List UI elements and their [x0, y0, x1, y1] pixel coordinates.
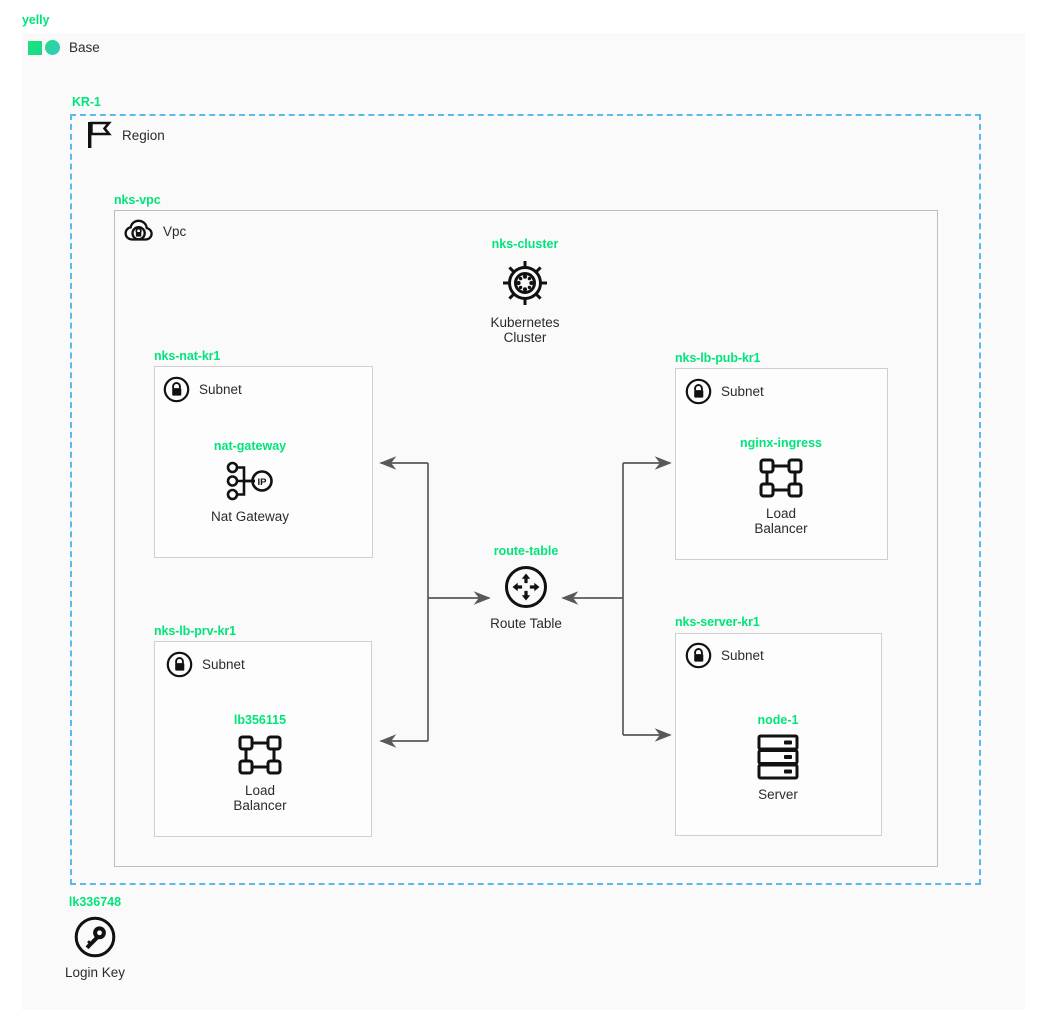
region-caption: Region — [122, 127, 165, 143]
subnet-lock-icon — [685, 378, 712, 405]
lb356115-caption-1: Load — [244, 783, 276, 798]
key-circle-icon — [20, 915, 170, 959]
subnet-caption-nks-server-kr1: Subnet — [721, 648, 764, 663]
subnet-container-nks-lb-pub-kr1 — [675, 368, 888, 560]
region-container — [70, 114, 981, 885]
cloud-lock-icon — [124, 218, 154, 244]
subnet-header-nks-lb-pub-kr1: Subnet — [685, 378, 764, 405]
subnet-container-nks-nat-kr1 — [154, 366, 373, 558]
subnet-label-nks-lb-pub-kr1: nks-lb-pub-kr1 — [675, 351, 761, 365]
base-logo-icon — [28, 40, 60, 55]
nat-gateway-icon: IP — [175, 459, 325, 503]
nginx-ingress-caption-1: Load — [765, 506, 797, 521]
subnet-lock-icon — [166, 651, 193, 678]
server-node-1: node-1 Server — [703, 713, 853, 802]
login-key-label: lk336748 — [68, 895, 122, 909]
vpc-label: nks-vpc — [114, 193, 161, 207]
region-header: Region — [85, 120, 165, 150]
subnet-container-nks-lb-prv-kr1 — [154, 641, 372, 837]
subnet-label-nks-server-kr1: nks-server-kr1 — [675, 615, 760, 629]
subnet-caption-nks-lb-pub-kr1: Subnet — [721, 384, 764, 399]
root-label: yelly — [22, 13, 50, 27]
subnet-lock-icon — [163, 376, 190, 403]
nat-gateway-label: nat-gateway — [213, 439, 287, 453]
nat-gateway-node: nat-gateway IP Nat Gateway — [175, 439, 325, 524]
nginx-ingress-label: nginx-ingress — [740, 436, 822, 450]
svg-text:IP: IP — [258, 477, 268, 488]
lb356115-node: lb356115 Load Balancer — [185, 713, 335, 813]
subnet-label-nks-lb-prv-kr1: nks-lb-prv-kr1 — [154, 624, 236, 638]
node-1-label: node-1 — [757, 713, 799, 727]
nat-gateway-caption: Nat Gateway — [210, 509, 290, 524]
server-rack-icon — [703, 733, 853, 781]
subnet-caption-nks-nat-kr1: Subnet — [199, 382, 242, 397]
subnet-label-nks-nat-kr1: nks-nat-kr1 — [154, 349, 221, 363]
nginx-ingress-caption-2: Balancer — [754, 521, 808, 536]
flag-icon — [85, 120, 113, 150]
load-balancer-icon — [185, 733, 335, 777]
base-header: Base — [28, 40, 100, 55]
cluster-label: nks-cluster — [491, 237, 559, 251]
subnet-header-nks-lb-prv-kr1: Subnet — [166, 651, 245, 678]
lb356115-label: lb356115 — [233, 713, 287, 727]
vpc-caption: Vpc — [163, 223, 187, 239]
subnet-caption-nks-lb-prv-kr1: Subnet — [202, 657, 245, 672]
subnet-header-nks-nat-kr1: Subnet — [163, 376, 242, 403]
kubernetes-cluster-node: nks-cluster — [450, 237, 600, 345]
login-key-caption: Login Key — [64, 965, 126, 980]
cluster-caption-2: Cluster — [503, 330, 547, 345]
load-balancer-icon — [706, 456, 856, 500]
login-key-node: lk336748 Login Key — [20, 895, 170, 980]
node-1-caption: Server — [758, 787, 798, 802]
cluster-caption-1: Kubernetes — [490, 315, 560, 330]
base-caption: Base — [69, 40, 100, 55]
subnet-header-nks-server-kr1: Subnet — [685, 642, 764, 669]
subnet-lock-icon — [685, 642, 712, 669]
route-table-label: route-table — [493, 544, 559, 558]
nginx-ingress-node: nginx-ingress Load Balancer — [706, 436, 856, 536]
route-table-node: route-table Route Table — [451, 544, 601, 631]
kubernetes-helm-icon — [450, 257, 600, 309]
vpc-header: Vpc — [124, 218, 186, 244]
lb356115-caption-2: Balancer — [233, 798, 287, 813]
route-table-icon — [451, 564, 601, 610]
route-table-caption: Route Table — [490, 616, 562, 631]
region-label: KR-1 — [72, 95, 101, 109]
